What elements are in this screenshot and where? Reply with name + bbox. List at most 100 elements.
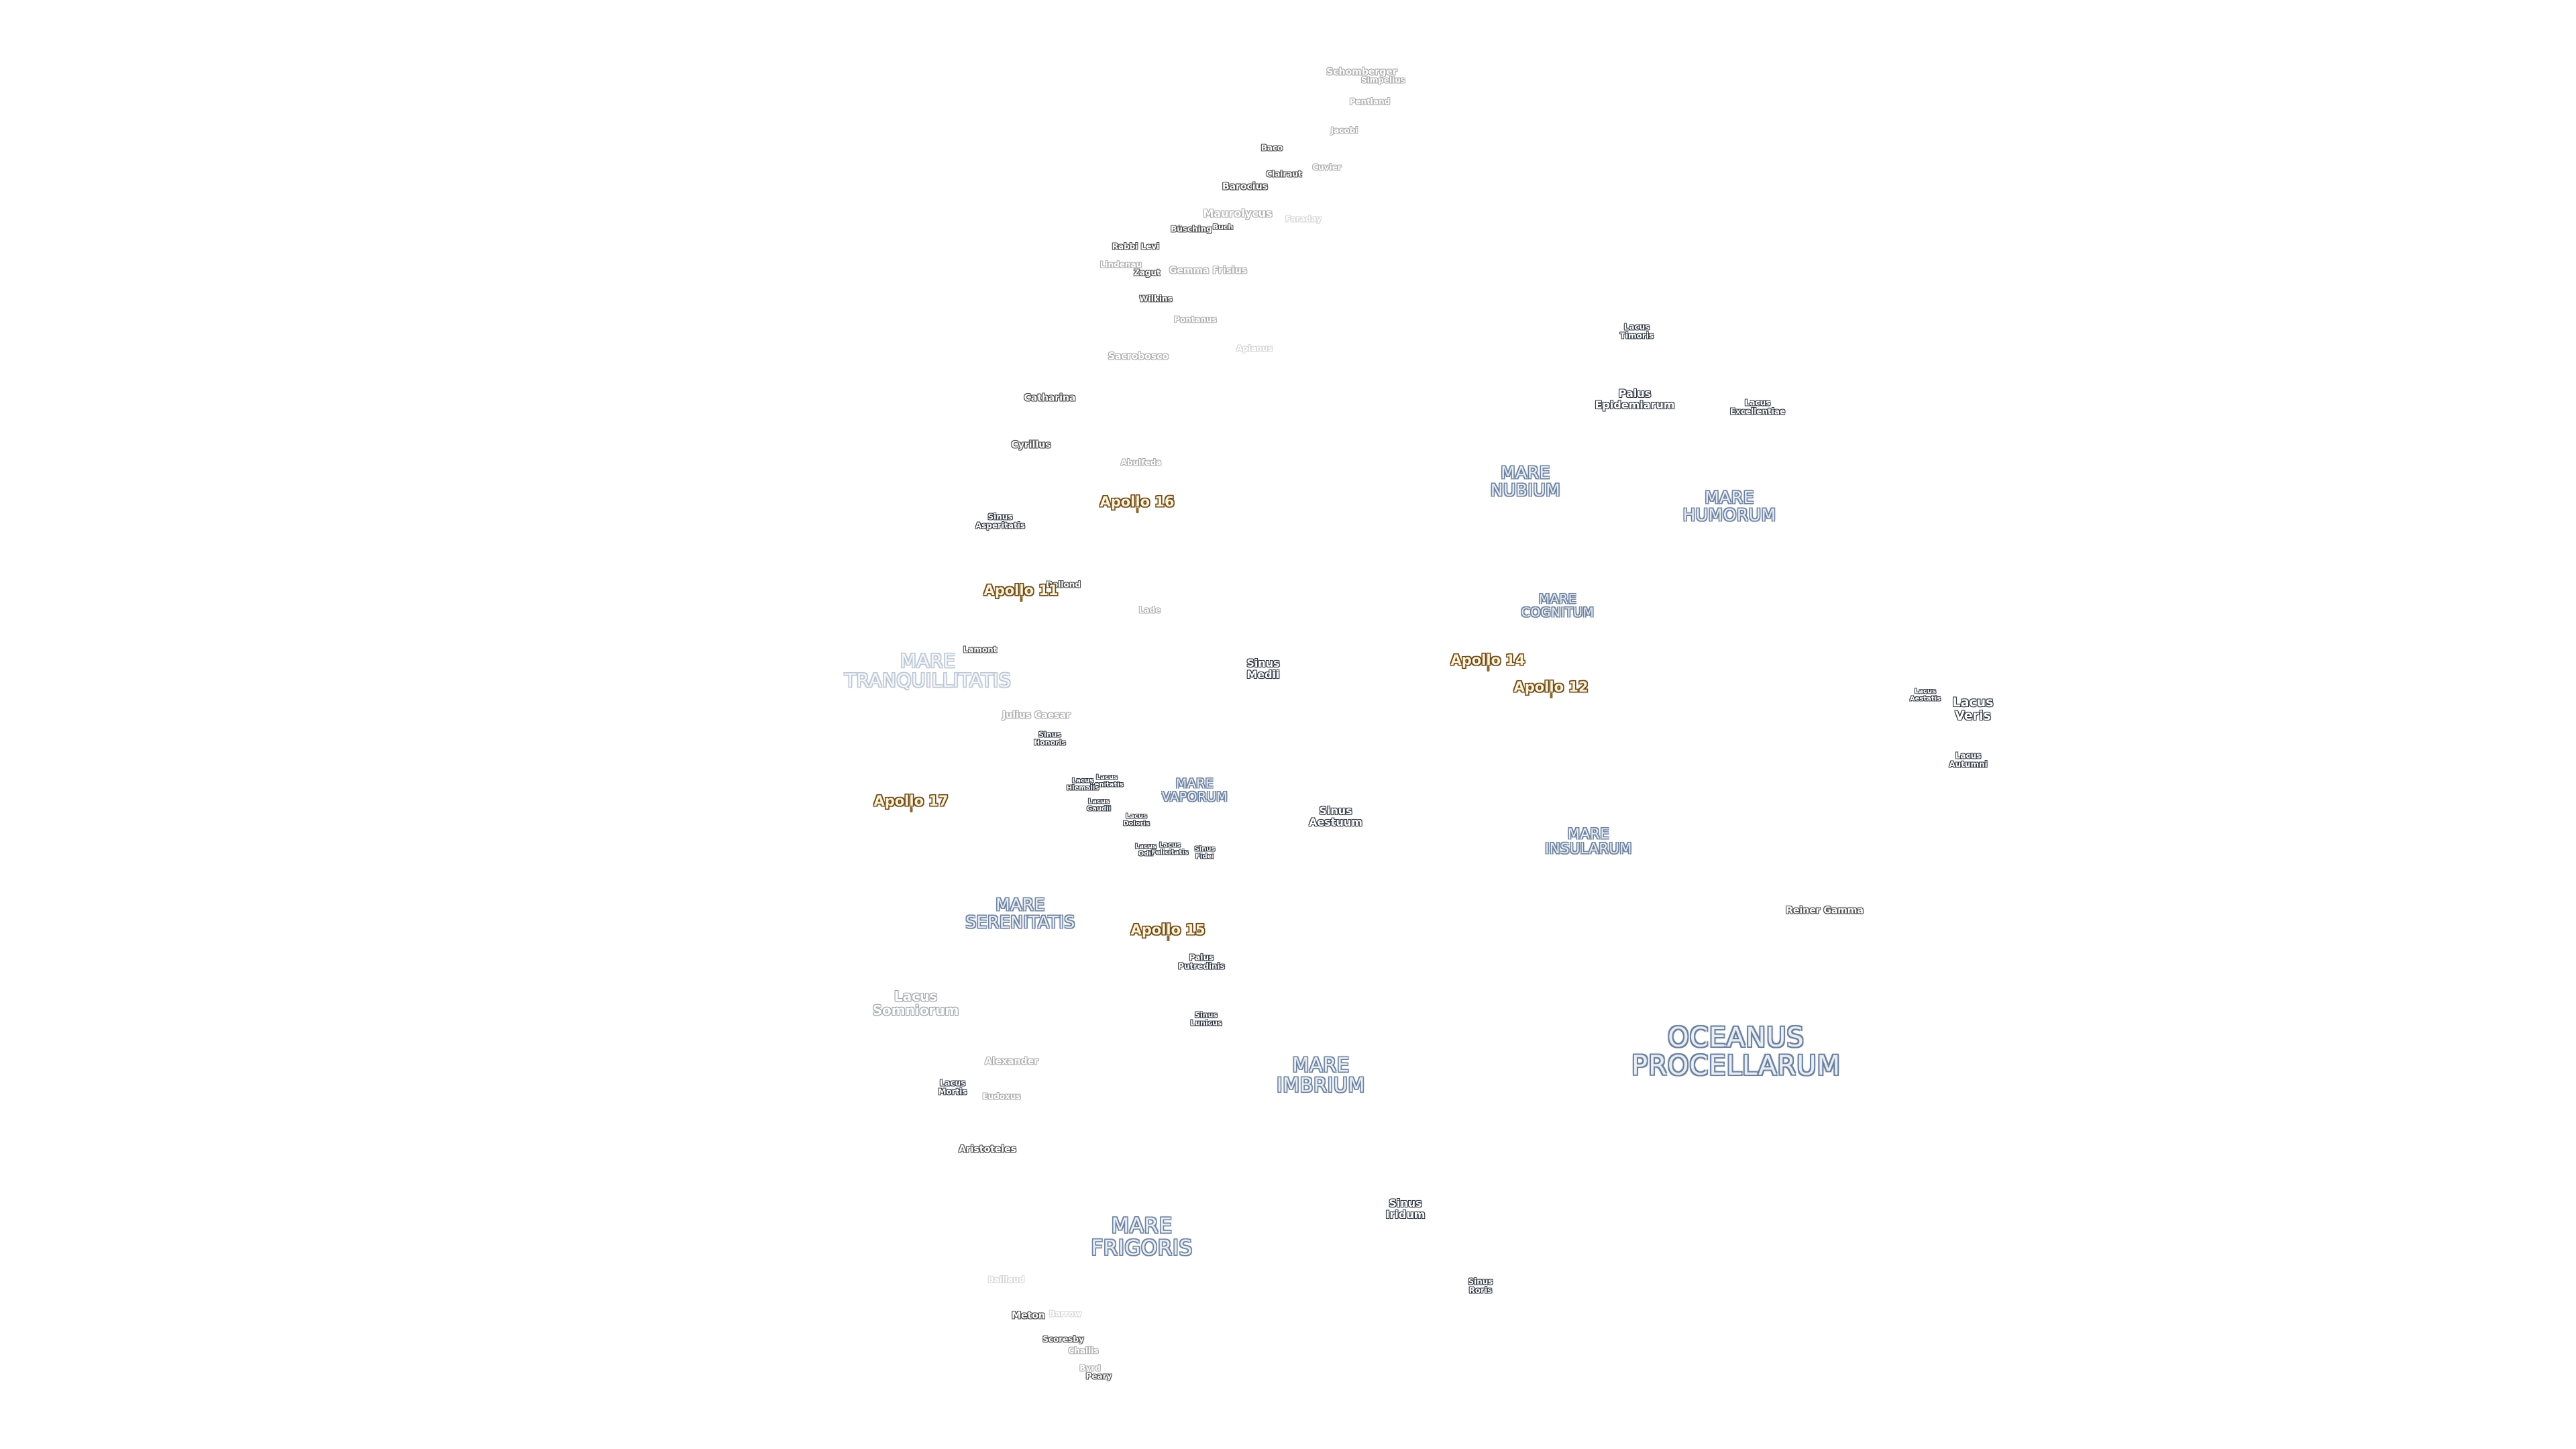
label-line: Gaudii	[1086, 805, 1112, 812]
label-line: Hiemalis	[1066, 784, 1099, 792]
apollo-label: Apollo 12	[1513, 678, 1589, 695]
label-sinus-roris: Sinus Roris	[1468, 1277, 1493, 1294]
label-line: Felicitatis	[1151, 849, 1189, 856]
label-line: MARE	[1292, 1053, 1350, 1077]
label-sinus-asperitatis: Sinus Asperitatis	[975, 513, 1025, 529]
label-line: Roris	[1468, 1285, 1493, 1295]
label-line: SERENITATIS	[965, 912, 1075, 932]
label-sinus-fidei: Sinus Fidei	[1194, 845, 1216, 861]
label-crater-eudoxus: Eudoxus	[982, 1091, 1021, 1102]
apollo-label: Apollo 17	[873, 792, 949, 809]
label-line: INSULARUM	[1545, 841, 1632, 857]
label-sinus-iridum: Sinus Iridum	[1386, 1197, 1426, 1221]
label-line: HUMORUM	[1682, 505, 1776, 525]
label-line: Sinus	[1319, 804, 1352, 818]
label-crater-lade: Lade	[1138, 605, 1161, 615]
label-line: Sinus	[1195, 1010, 1218, 1020]
apollo-label: Apollo 11	[983, 582, 1059, 598]
label-line: MARE	[1501, 462, 1550, 482]
label-mare-serenitatis: MARE SERENITATIS	[965, 896, 1075, 932]
label-crater-pentland: Pentland	[1349, 97, 1391, 107]
label-line: Sinus	[1038, 730, 1061, 739]
label-crater-buch: Buch	[1212, 223, 1234, 232]
label-crater-cuvier: Cuvier	[1312, 162, 1342, 172]
apollo-label: Apollo 16	[1099, 493, 1175, 510]
landing-pin-icon	[1135, 508, 1138, 514]
label-line: COGNITUM	[1521, 605, 1595, 620]
label-lacus-hiemalis: Lacus Hiemalis	[1066, 777, 1099, 792]
label-crater-julius-caesar: Julius Caesar	[1002, 710, 1071, 721]
label-sinus-lunicus: Sinus Lunicus	[1190, 1011, 1222, 1026]
label-crater-gemma-frisius: Gemma Frisius	[1169, 265, 1248, 276]
label-line: MARE	[1705, 487, 1754, 507]
label-crater-apianus: Apianus	[1236, 343, 1273, 354]
label-crater-baco: Baco	[1260, 143, 1283, 153]
label-line: MARE	[900, 649, 956, 672]
label-crater-pontanus: Pontanus	[1174, 315, 1217, 325]
label-mare-cognitum: MARE COGNITUM	[1521, 592, 1595, 620]
label-crater-alexander: Alexander	[985, 1056, 1038, 1067]
label-mare-frigoris: MARE FRIGORIS	[1091, 1215, 1192, 1258]
label-line: Veris	[1955, 708, 1991, 723]
label-line: Honoris	[1034, 738, 1066, 747]
label-crater-sacrobosco: Sacrobosco	[1108, 351, 1169, 362]
label-crater-peary: Peary	[1085, 1371, 1112, 1381]
label-line: Lacus	[1071, 777, 1094, 785]
label-lacus-veris: Lacus Veris	[1952, 696, 1993, 723]
apollo-17-marker[interactable]: Apollo 17	[873, 792, 949, 813]
label-crater-reiner-gamma: Reiner Gamma	[1786, 905, 1864, 916]
label-line: Sinus	[1246, 657, 1280, 670]
label-line: Sinus	[1194, 845, 1216, 853]
label-crater-jacobi: Jacobi	[1330, 125, 1358, 136]
apollo-label: Apollo 14	[1450, 651, 1525, 668]
label-line: VAPORUM	[1161, 790, 1228, 804]
label-crater-barocius: Barocius	[1222, 181, 1269, 193]
label-line: NUBIUM	[1490, 480, 1561, 500]
label-crater-aristoteles: Aristoteles	[959, 1144, 1016, 1155]
label-line: Doloris	[1123, 820, 1150, 827]
label-lacus-odii: Lacus Odii	[1135, 843, 1157, 858]
label-sinus-aestuum: Sinus Aestuum	[1309, 804, 1362, 828]
label-mare-vaporum: MARE VAPORUM	[1162, 777, 1228, 804]
label-lacus-lenitatis: Lacus Lenitatis	[1090, 774, 1124, 789]
landing-pin-icon	[1549, 693, 1552, 699]
label-crater-lindenau: Lindenau	[1099, 260, 1142, 270]
label-line: MARE	[996, 894, 1045, 914]
landing-pin-icon	[1486, 666, 1489, 672]
label-lacus-somniorum: Lacus Somniorum	[873, 989, 959, 1018]
label-crater-rabbi-levi: Rabbi Levi	[1112, 241, 1160, 252]
apollo-14-marker[interactable]: Apollo 14	[1450, 651, 1525, 672]
label-crater-catharina: Catharina	[1024, 392, 1076, 404]
apollo-11-marker[interactable]: Apollo 11	[983, 582, 1059, 602]
apollo-12-marker[interactable]: Apollo 12	[1513, 678, 1589, 699]
label-line: Lacus	[894, 988, 938, 1004]
label-crater-scoresby: Scoresby	[1042, 1334, 1084, 1344]
label-crater-byrd: Byrd	[1079, 1363, 1101, 1373]
label-crater-lamont: Lamont	[963, 645, 998, 655]
label-line: Lacus	[1914, 688, 1937, 696]
label-line: Palus	[1618, 387, 1652, 400]
label-crater-schomberger: Schomberger	[1326, 66, 1397, 78]
label-line: Lacus	[939, 1078, 966, 1088]
label-line: Sinus	[1468, 1277, 1493, 1287]
landing-pin-icon	[1019, 596, 1022, 602]
label-line: Mortis	[938, 1087, 967, 1096]
label-line: Sinus	[1389, 1197, 1422, 1210]
label-line: Epidemiarum	[1595, 398, 1675, 411]
label-mare-humorum: MARE HUMORUM	[1682, 487, 1776, 525]
apollo-15-marker[interactable]: Apollo 15	[1130, 921, 1205, 942]
label-line: TRANQUILLITATIS	[844, 669, 1012, 692]
label-line: Aestuum	[1309, 816, 1362, 828]
apollo-label: Apollo 15	[1130, 921, 1205, 938]
label-line: Fidei	[1195, 853, 1214, 860]
label-line: Lenitatis	[1090, 781, 1124, 788]
label-lacus-doloris: Lacus Doloris	[1123, 813, 1150, 828]
label-lacus-timoris: Lacus Timoris	[1620, 323, 1654, 339]
label-mare-nubium: MARE NUBIUM	[1491, 464, 1560, 500]
label-line: Timoris	[1619, 331, 1654, 340]
label-line: Lacus	[1955, 751, 1982, 761]
label-lacus-aestatis: Lacus Aestatis	[1910, 688, 1941, 703]
label-line: Odii	[1138, 850, 1154, 857]
apollo-16-marker[interactable]: Apollo 16	[1099, 493, 1175, 514]
